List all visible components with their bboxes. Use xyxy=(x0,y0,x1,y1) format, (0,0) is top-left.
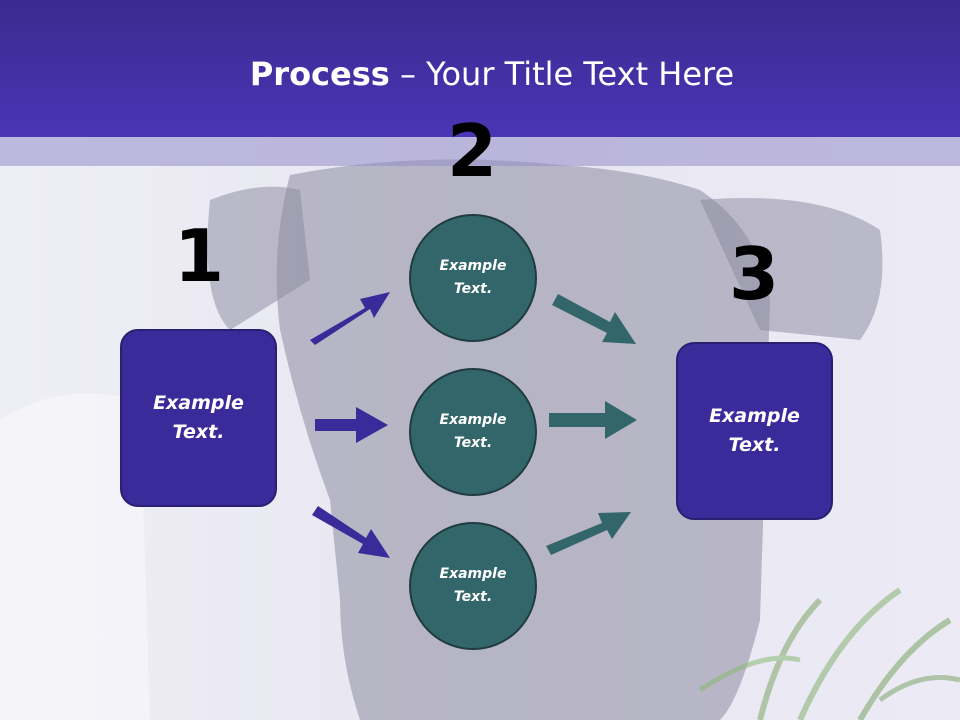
arrow-left-to-bottom xyxy=(312,506,390,558)
circle-middle-line1: Example xyxy=(439,412,507,428)
circle-bottom-line2: Text. xyxy=(453,589,493,605)
left-box-text: Example Text. xyxy=(144,389,254,447)
circle-middle-text: Example Text. xyxy=(418,409,528,455)
right-box: Example Text. xyxy=(676,342,833,520)
left-box-line2: Text. xyxy=(172,421,225,443)
header-bar xyxy=(0,0,960,137)
circle-middle: Example Text. xyxy=(409,368,537,496)
circle-middle-line2: Text. xyxy=(453,435,493,451)
header-band xyxy=(0,137,960,166)
arrow-top-to-right xyxy=(552,294,636,344)
circle-bottom-text: Example Text. xyxy=(418,563,528,609)
circle-top: Example Text. xyxy=(409,214,537,342)
arrow-middle-to-right xyxy=(549,401,637,439)
arrow-left-to-top xyxy=(310,292,390,345)
step-number-1: 1 xyxy=(173,214,225,298)
circle-bottom-line1: Example xyxy=(439,566,507,582)
arrow-left-to-middle xyxy=(315,407,388,443)
left-box: Example Text. xyxy=(120,329,277,507)
right-box-line2: Text. xyxy=(728,434,781,456)
left-box-line1: Example xyxy=(153,392,244,414)
right-box-text: Example Text. xyxy=(700,402,810,460)
title-bold: Process xyxy=(249,55,390,93)
title-rest: – Your Title Text Here xyxy=(389,55,735,93)
circle-top-text: Example Text. xyxy=(418,255,528,301)
page-title: Process – Your Title Text Here xyxy=(0,52,960,96)
arrow-bottom-to-right xyxy=(546,512,631,555)
step-number-3: 3 xyxy=(728,232,780,316)
circle-bottom: Example Text. xyxy=(409,522,537,650)
circle-top-line2: Text. xyxy=(453,281,493,297)
right-box-line1: Example xyxy=(709,405,800,427)
circle-top-line1: Example xyxy=(439,258,507,274)
step-number-2: 2 xyxy=(446,109,498,193)
plant-decoration xyxy=(698,587,960,720)
